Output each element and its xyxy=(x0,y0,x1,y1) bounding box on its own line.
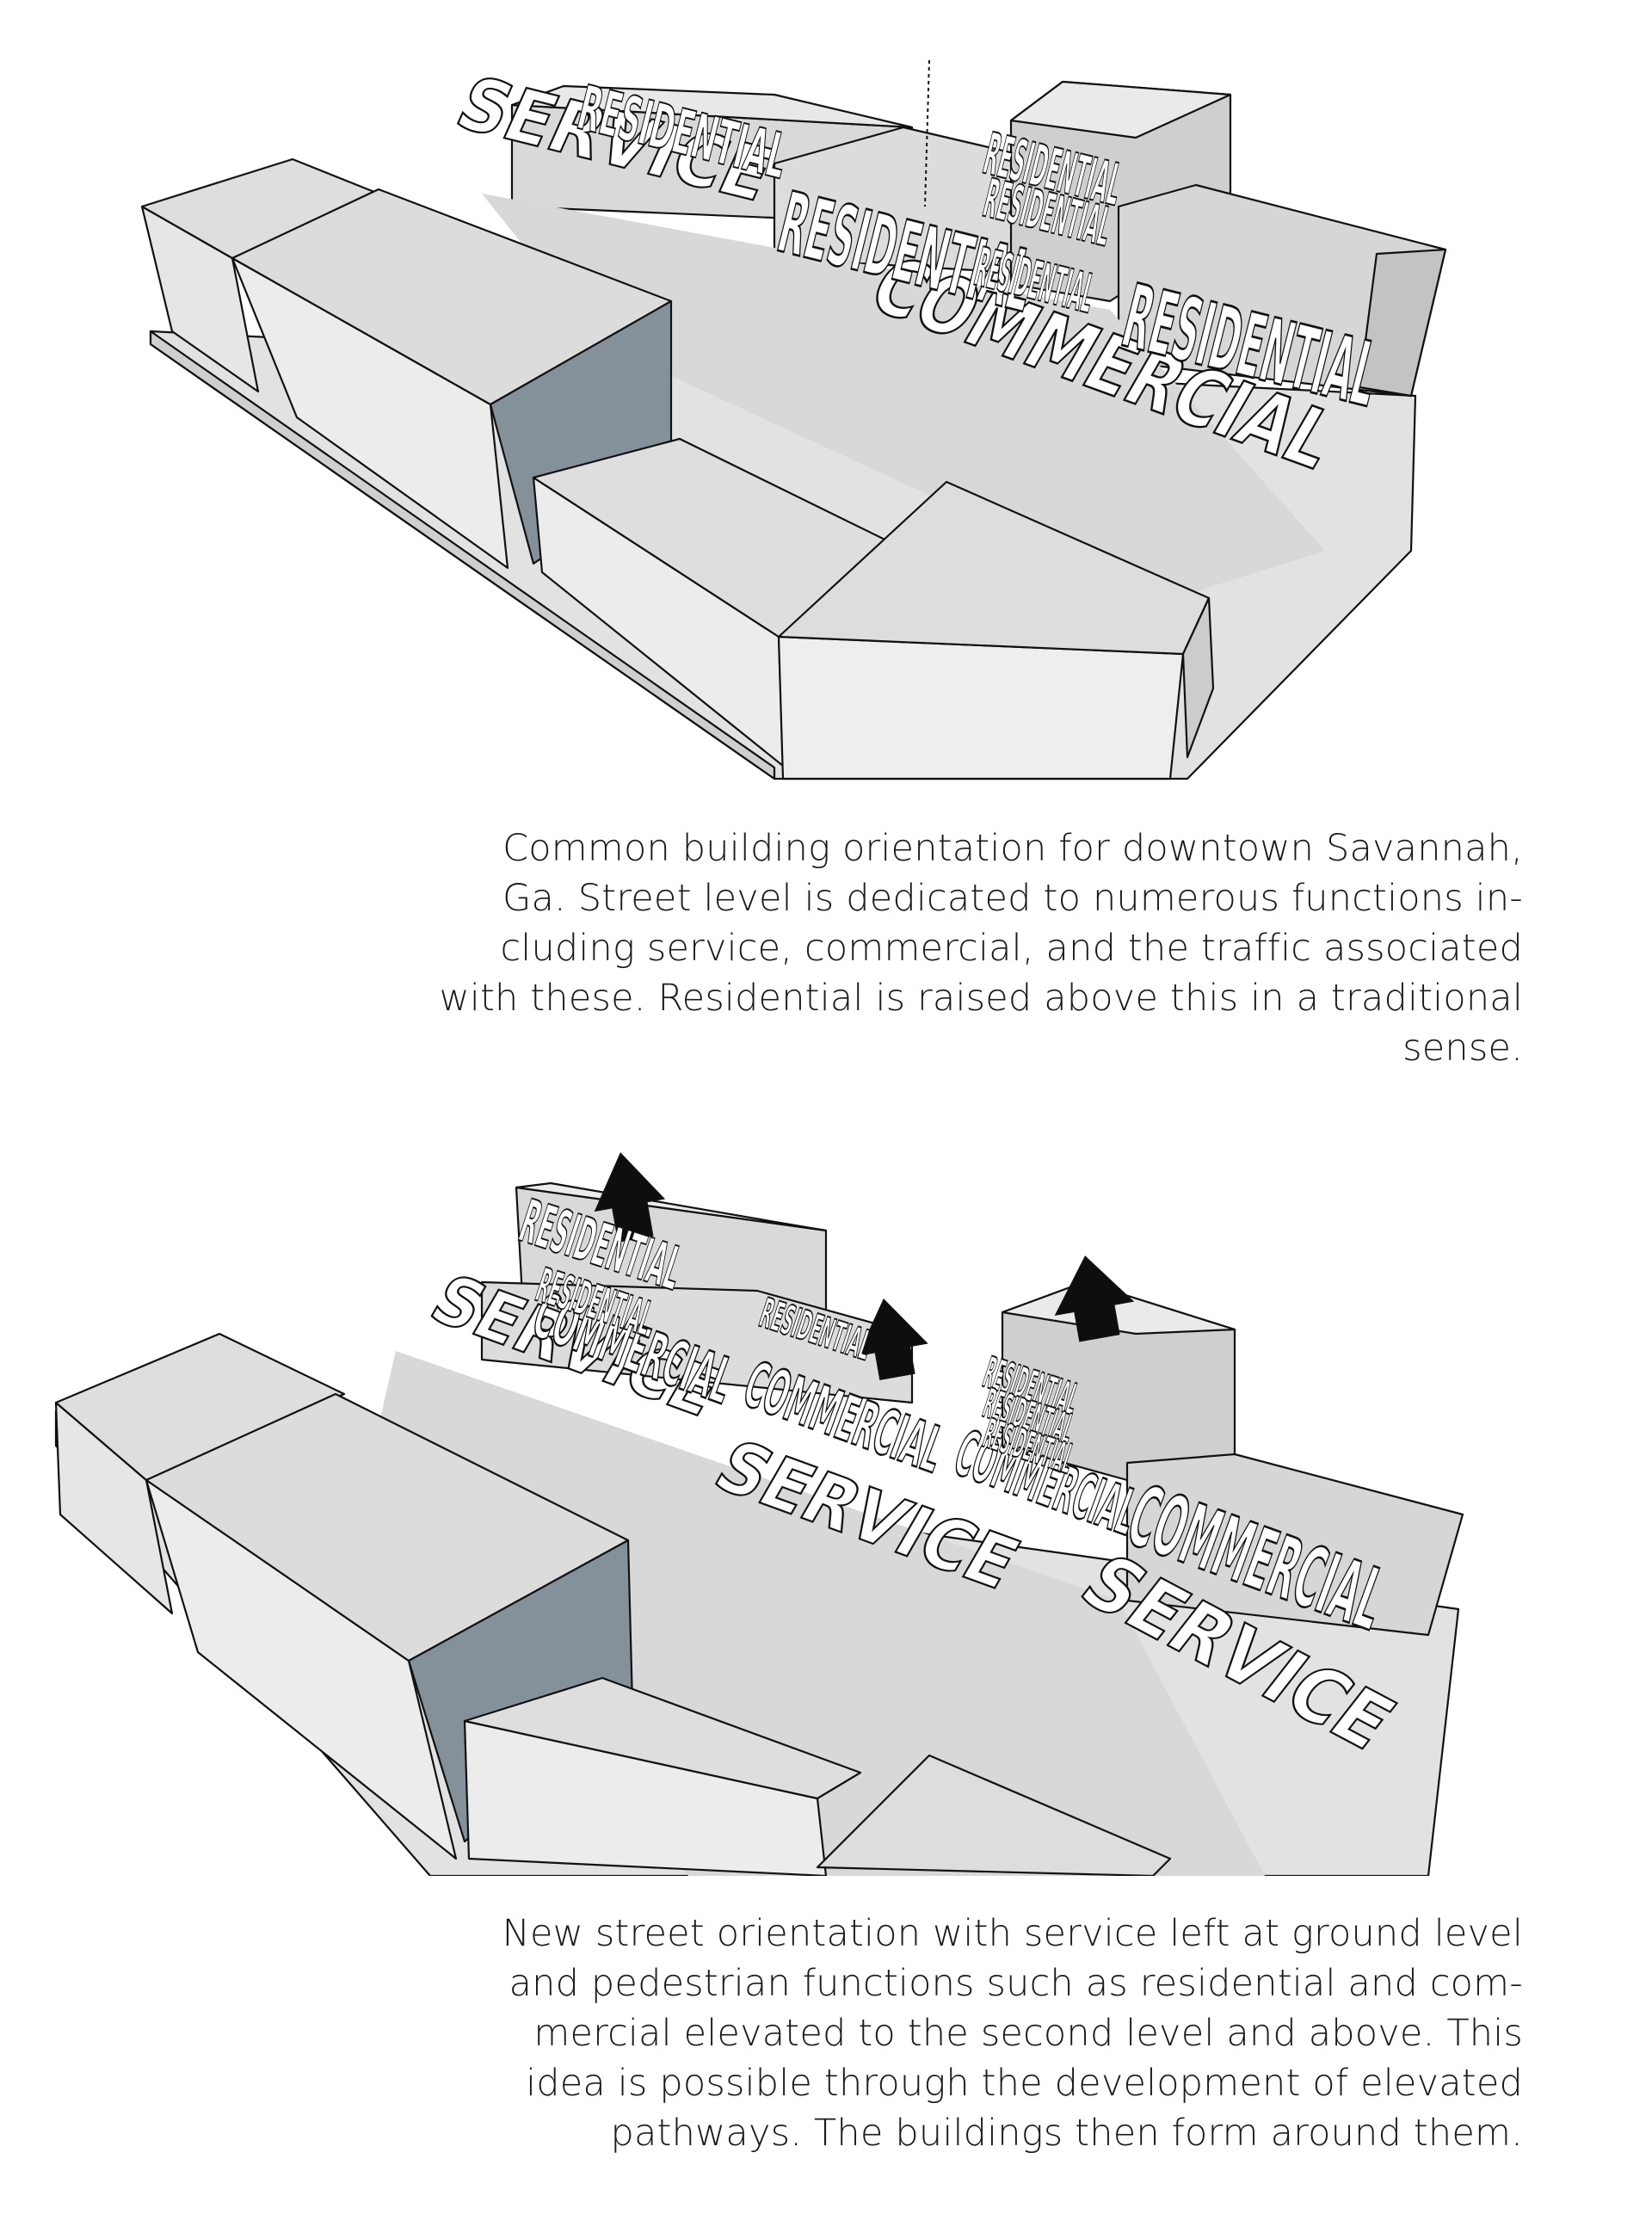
front-building-4-side xyxy=(777,635,1185,780)
caption-line: and pedestrian functions such as residen… xyxy=(509,1962,1523,2005)
street xyxy=(482,194,1325,602)
back-building-right xyxy=(1125,1453,1464,1637)
caption-line: with these. Residential is raised above … xyxy=(439,977,1523,1020)
caption-new-orientation: New street orientation with service left… xyxy=(502,1909,1523,2158)
caption-line: Ga. Street level is dedicated to numerou… xyxy=(502,877,1523,920)
elevation-arrows xyxy=(594,1151,1135,1380)
caption-line: sense. xyxy=(1402,1027,1523,1070)
caption-line: idea is possible through the development… xyxy=(526,2062,1523,2105)
front-building-4-top xyxy=(816,1754,1172,1876)
front-building-3-top xyxy=(463,1676,862,1800)
caption-line: New street orientation with service left… xyxy=(502,1912,1523,1955)
diagram-current-orientation: SERVICE COMMERCIAL RESIDENTIAL RESIDENTI… xyxy=(0,0,1652,783)
diagram-new-orientation: SERVICE SERVICE SERVICE COMMERCIAL COMME… xyxy=(0,1119,1652,1876)
massing-model-2: SERVICE SERVICE SERVICE COMMERCIAL COMME… xyxy=(54,1151,1464,1876)
arrow-up-icon xyxy=(857,1298,928,1380)
caption-current-orientation: Common building orientation for downtown… xyxy=(439,823,1523,1073)
caption-line: mercial elevated to the second level and… xyxy=(533,2012,1523,2055)
caption-line: pathways. The buildings then form around… xyxy=(610,2112,1523,2155)
massing-model-1: SERVICE COMMERCIAL RESIDENTIAL RESIDENTI… xyxy=(140,59,1447,780)
arrow-up-icon xyxy=(594,1151,666,1243)
arrow-up-icon xyxy=(1054,1255,1135,1342)
caption-line: Common building orientation for downtown… xyxy=(502,827,1523,870)
front-building-1-top xyxy=(54,1332,346,1482)
caption-line: cluding service, commercial, and the tra… xyxy=(500,927,1523,970)
